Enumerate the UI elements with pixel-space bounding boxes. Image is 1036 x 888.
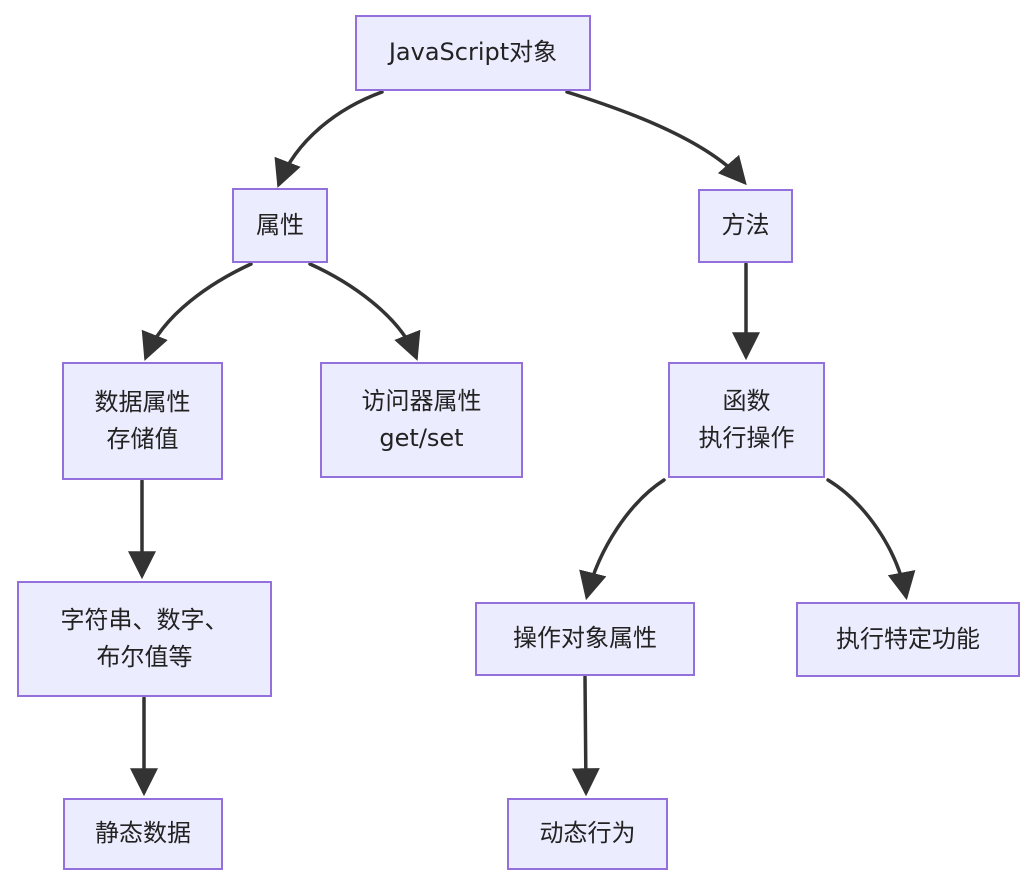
edge-properties-data — [141, 262, 253, 361]
node-label: 布尔值等 — [96, 643, 193, 671]
node-label: 执行特定功能 — [836, 624, 980, 653]
node-label: JavaScript对象 — [388, 38, 558, 67]
node-label: 字符串、数字、 — [60, 605, 229, 634]
node-function: 函数 执行操作 — [668, 362, 825, 478]
node-properties: 属性 — [232, 188, 328, 263]
node-methods: 方法 — [698, 189, 793, 263]
node-label: 函数 — [722, 386, 771, 415]
node-label: 访问器属性 — [361, 386, 482, 415]
edge-root-methods — [565, 90, 747, 186]
node-root: JavaScript对象 — [355, 15, 591, 91]
node-specific-function: 执行特定功能 — [796, 602, 1020, 677]
node-accessor-property: 访问器属性 get/set — [320, 362, 523, 478]
node-label: 动态行为 — [539, 819, 636, 848]
node-label: 执行操作 — [698, 424, 795, 452]
edge-root-properties — [274, 90, 384, 188]
edge-function-operateprops — [579, 478, 666, 601]
edge-properties-accessor — [308, 262, 421, 361]
node-label: get/set — [379, 424, 464, 452]
node-label: 数据属性 — [94, 387, 191, 416]
node-operate-props: 操作对象属性 — [475, 602, 695, 676]
edge-operateprops-dynamic — [571, 675, 600, 797]
node-value-types: 字符串、数字、 布尔值等 — [17, 581, 272, 697]
node-label: 静态数据 — [95, 819, 191, 848]
node-label: 操作对象属性 — [513, 624, 657, 653]
node-data-property: 数据属性 存储值 — [62, 362, 223, 480]
node-label: 属性 — [256, 210, 304, 239]
node-label: 方法 — [721, 211, 770, 240]
node-static-data: 静态数据 — [63, 798, 223, 870]
node-dynamic-behavior: 动态行为 — [507, 798, 668, 870]
node-label: 存储值 — [106, 425, 179, 453]
edge-function-specificfunc — [826, 478, 916, 601]
